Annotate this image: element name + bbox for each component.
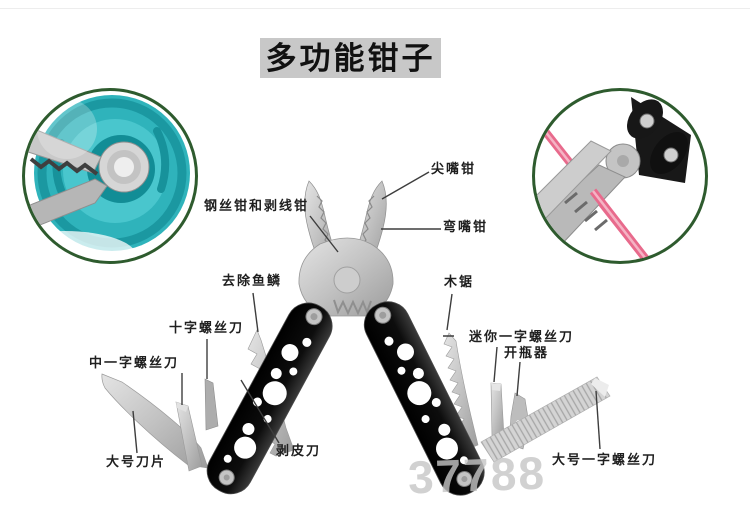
head-boss [333, 266, 361, 294]
page-title: 多功能钳子 [260, 38, 441, 78]
label-phillips-screwdriver: 十字螺丝刀 [169, 320, 245, 335]
label-mini-flathead: 迷你一字螺丝刀 [469, 329, 575, 344]
label-large-blade: 大号刀片 [106, 454, 167, 469]
label-peeling-knife: 剥皮刀 [276, 443, 322, 458]
leader-lines [132, 171, 601, 454]
left-handle [206, 302, 333, 495]
leader-needle-nose [381, 171, 430, 200]
right-tools [443, 332, 611, 463]
leader-large-flathead [595, 390, 601, 450]
leader-fish-scaler [252, 292, 259, 333]
pliers-head [298, 237, 394, 317]
label-bent-nose-pliers: 弯嘴钳 [443, 219, 489, 234]
label-fish-scaler: 去除鱼鳞 [222, 273, 283, 288]
inset-photo-cutting-wire [532, 88, 708, 264]
large-flathead-tool [480, 376, 611, 463]
label-wood-saw: 木锯 [444, 274, 475, 289]
watermark: 37788 [407, 446, 547, 504]
cutting-wire-illustration [535, 97, 691, 261]
leader-bottle-opener [516, 361, 521, 397]
plier-upper-jaw [25, 124, 102, 174]
inset-photo-gripping-nut [22, 88, 198, 264]
mini-flathead-tool [490, 382, 505, 438]
leader-wire-pliers [309, 215, 339, 253]
right-handle [363, 301, 485, 496]
label-wire-pliers: 钢丝钳和剥线钳 [204, 198, 310, 213]
screw [639, 113, 655, 129]
spring [333, 299, 372, 316]
label-large-flathead: 大号一字螺丝刀 [552, 452, 658, 467]
leader-large-blade [132, 410, 138, 454]
label-medium-flathead: 中一字螺丝刀 [89, 355, 180, 370]
leader-wood-saw [443, 293, 454, 337]
top-divider [0, 8, 750, 9]
label-needle-nose-pliers: 尖嘴钳 [431, 161, 477, 176]
plier-lower-jaw [25, 178, 108, 232]
leader-peeling-knife [240, 379, 280, 444]
phillips-tool [204, 378, 219, 431]
large-blade-tool [101, 373, 209, 469]
medium-flathead-tool [175, 401, 203, 472]
gripping-nut-illustration [25, 95, 190, 261]
leader-mini-flathead [493, 346, 498, 383]
label-bottle-opener: 开瓶器 [504, 345, 550, 360]
screw [663, 147, 679, 163]
